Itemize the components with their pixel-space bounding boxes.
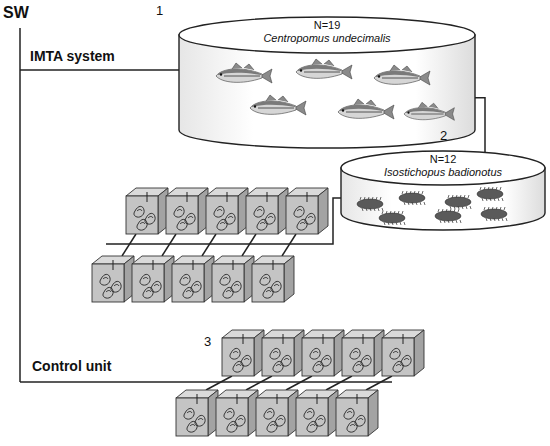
cage-icon [176, 390, 218, 436]
cage-line [366, 376, 392, 390]
sea-cucumber-icon [435, 209, 461, 223]
seawater-pipe [20, 69, 179, 71]
cage-line [326, 376, 352, 390]
callout-number: 2 [440, 128, 447, 143]
fish-icon [216, 63, 272, 83]
cage-line [202, 234, 216, 256]
sea-cucumber-icon [445, 195, 471, 209]
cage-icon [296, 390, 338, 436]
cage-line [206, 376, 232, 390]
pipe-connector [475, 98, 485, 152]
fish-icon [296, 59, 352, 79]
cage-icon [336, 390, 378, 436]
cage-icon [172, 256, 214, 302]
sea-cucumber-icon [399, 191, 425, 205]
cage-icon [212, 256, 254, 302]
cage-icon [256, 390, 298, 436]
callout-number: 3 [204, 334, 211, 349]
species-name: Centropomus undecimalis [178, 32, 476, 45]
tank-text: N=19Centropomus undecimalis [178, 16, 476, 45]
cage-icon [166, 188, 208, 234]
sea-cucumber-icon [477, 187, 503, 201]
cage-line [242, 234, 256, 256]
sea-cucumber-icon [357, 197, 383, 211]
cage-icon [252, 256, 294, 302]
tank-cylinder: N=19Centropomus undecimalis [178, 16, 476, 148]
cage-icon [126, 188, 168, 234]
cage-icon [216, 390, 258, 436]
cage-icon [222, 330, 264, 376]
tank-top [179, 17, 475, 53]
sea-cucumber-icon [481, 207, 507, 221]
seawater-pipe [19, 28, 21, 382]
cage-icon [342, 330, 384, 376]
fish-icon [374, 65, 430, 85]
fish-icon [338, 99, 394, 119]
cage-line [282, 234, 296, 256]
cage-icon [286, 188, 328, 234]
cage-icon [302, 330, 344, 376]
sea-cucumber-icon [379, 211, 405, 225]
count-text: N=12 [340, 153, 546, 166]
fish-icon [404, 102, 454, 120]
cage-line [286, 376, 312, 390]
cage-line [162, 234, 176, 256]
inlet-label: SW [3, 4, 29, 22]
callout-number: 1 [156, 3, 163, 18]
cage-line [122, 234, 136, 256]
cage-icon [132, 256, 174, 302]
tank-text: N=12Isostichopus badionotus [340, 150, 546, 179]
system-label: Control unit [32, 358, 111, 374]
cage-icon [92, 256, 134, 302]
seawater-pipe [20, 381, 392, 383]
cage-icon [246, 188, 288, 234]
count-text: N=19 [178, 19, 476, 32]
cage-icon [262, 330, 304, 376]
species-name: Isostichopus badionotus [340, 166, 546, 179]
fish-icon [250, 95, 306, 115]
tank-cylinder: N=12Isostichopus badionotus [340, 150, 546, 230]
tank-top [341, 151, 545, 185]
cage-line [246, 376, 272, 390]
system-label: IMTA system [30, 48, 115, 64]
cage-icon [206, 188, 248, 234]
cage-icon [382, 330, 424, 376]
